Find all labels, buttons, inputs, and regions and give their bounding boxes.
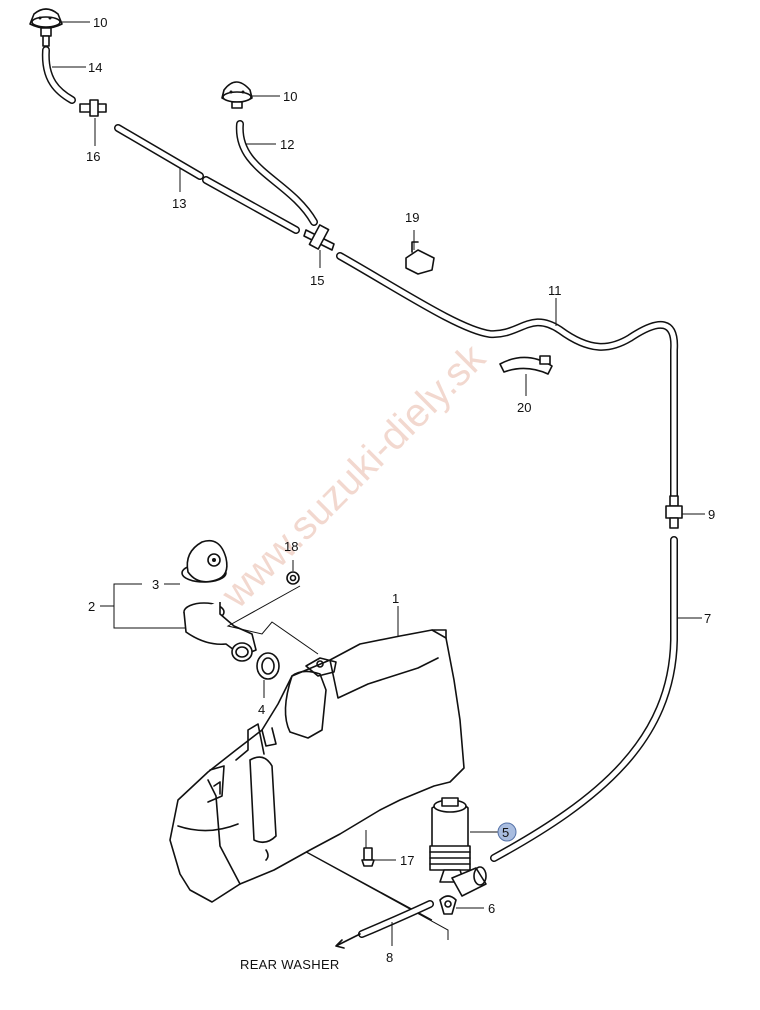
grommet-18[interactable] <box>286 571 300 585</box>
hose-11[interactable] <box>336 252 679 504</box>
callout-19: 19 <box>405 210 419 225</box>
callout-6: 6 <box>488 901 495 916</box>
callout-9: 9 <box>708 507 715 522</box>
clip-20[interactable] <box>499 355 553 375</box>
callout-10-a: 10 <box>93 15 107 30</box>
callout-10-b: 10 <box>283 89 297 104</box>
callout-1: 1 <box>392 591 399 606</box>
callout-7: 7 <box>704 611 711 626</box>
reservoir-cap-3[interactable] <box>181 539 228 583</box>
screw-17[interactable] <box>361 847 375 867</box>
hose-12[interactable] <box>235 120 318 226</box>
callout-11: 11 <box>548 283 562 298</box>
hose-7[interactable] <box>490 536 678 862</box>
watermark-text: www.suzuki-diely.sk <box>213 335 495 617</box>
hose-14[interactable] <box>41 46 76 104</box>
washer-reservoir-1[interactable] <box>169 629 465 903</box>
joint-9[interactable] <box>665 495 683 529</box>
seal-6[interactable] <box>439 895 457 915</box>
callout-8: 8 <box>386 950 393 965</box>
callout-14: 14 <box>88 60 102 75</box>
callout-15: 15 <box>310 273 324 288</box>
callout-13: 13 <box>172 196 186 211</box>
joint-15[interactable] <box>303 224 335 251</box>
callout-17: 17 <box>400 853 414 868</box>
clip-19[interactable] <box>405 241 435 275</box>
callout-5: 5 <box>502 825 509 840</box>
highlight-circle-5 <box>497 822 517 842</box>
washer-nozzle-left[interactable] <box>29 8 63 47</box>
grommet-4[interactable] <box>256 652 280 680</box>
callout-20: 20 <box>517 400 531 415</box>
callout-16: 16 <box>86 149 100 164</box>
callout-2: 2 <box>88 599 95 614</box>
hose-8[interactable] <box>358 900 434 938</box>
callout-18: 18 <box>284 539 298 554</box>
rear-washer-label: REAR WASHER <box>240 957 340 972</box>
washer-nozzle-right[interactable] <box>221 81 253 109</box>
washer-pump-5[interactable] <box>429 797 487 897</box>
joint-16[interactable] <box>79 99 107 117</box>
callout-12: 12 <box>280 137 294 152</box>
hose-13[interactable] <box>114 124 300 234</box>
callout-3: 3 <box>152 577 159 592</box>
callout-4: 4 <box>258 702 265 717</box>
filler-neck-2[interactable] <box>183 602 257 662</box>
